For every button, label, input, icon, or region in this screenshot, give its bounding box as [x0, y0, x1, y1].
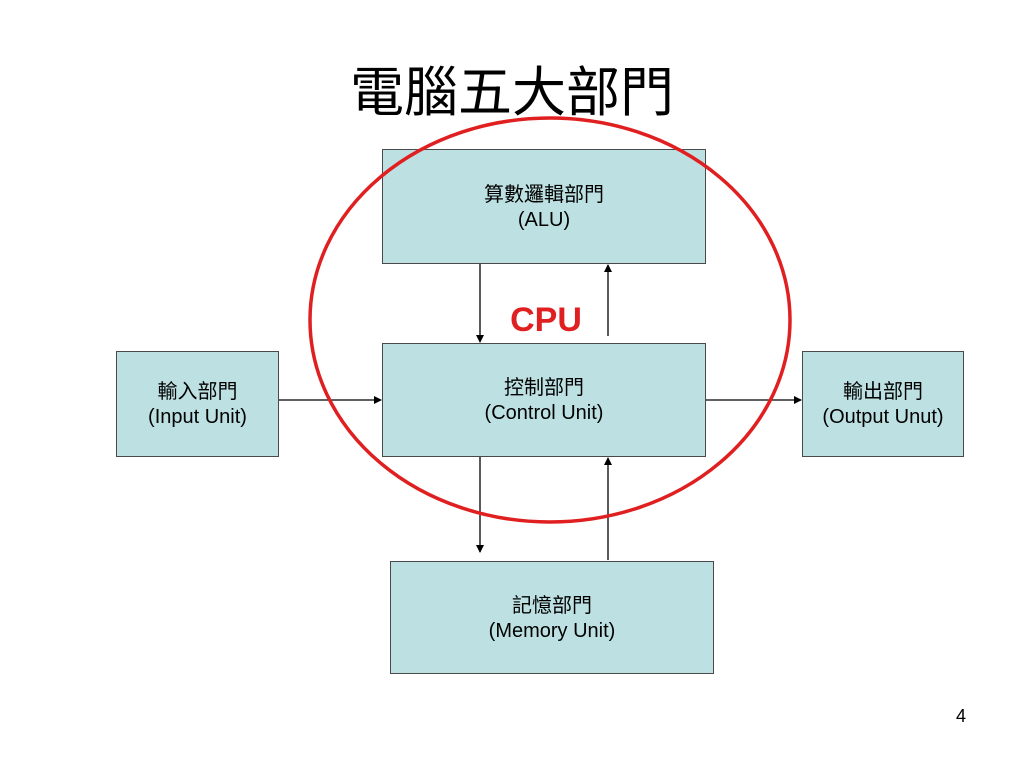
control-unit-label-en: (Control Unit)	[484, 402, 604, 424]
output-unit-label-en: (Output Unut)	[822, 406, 944, 428]
slide-title: 電腦五大部門	[350, 61, 674, 124]
control-unit-label-zh: 控制部門	[504, 375, 584, 399]
input-unit-label-en: (Input Unit)	[148, 406, 247, 428]
page-number: 4	[955, 706, 966, 726]
memory-unit-label-zh: 記憶部門	[512, 592, 592, 617]
output-unit-box: 輸出部門 (Output Unut)	[802, 351, 964, 457]
memory-unit-label-en: (Memory Unit)	[488, 619, 616, 642]
memory-unit-box: 記憶部門 (Memory Unit)	[390, 561, 714, 674]
alu-box: 算數邏輯部門 (ALU)	[382, 149, 706, 264]
control-unit-box: 控制部門 (Control Unit)	[382, 343, 706, 457]
alu-label-zh: 算數邏輯部門	[484, 181, 604, 206]
input-unit-label-zh: 輸入部門	[157, 379, 238, 403]
cpu-label: CPU	[510, 301, 582, 339]
input-unit-box: 輸入部門 (Input Unit)	[116, 351, 279, 457]
alu-label-en: (ALU)	[517, 208, 571, 231]
output-unit-label-zh: 輸出部門	[843, 379, 923, 403]
